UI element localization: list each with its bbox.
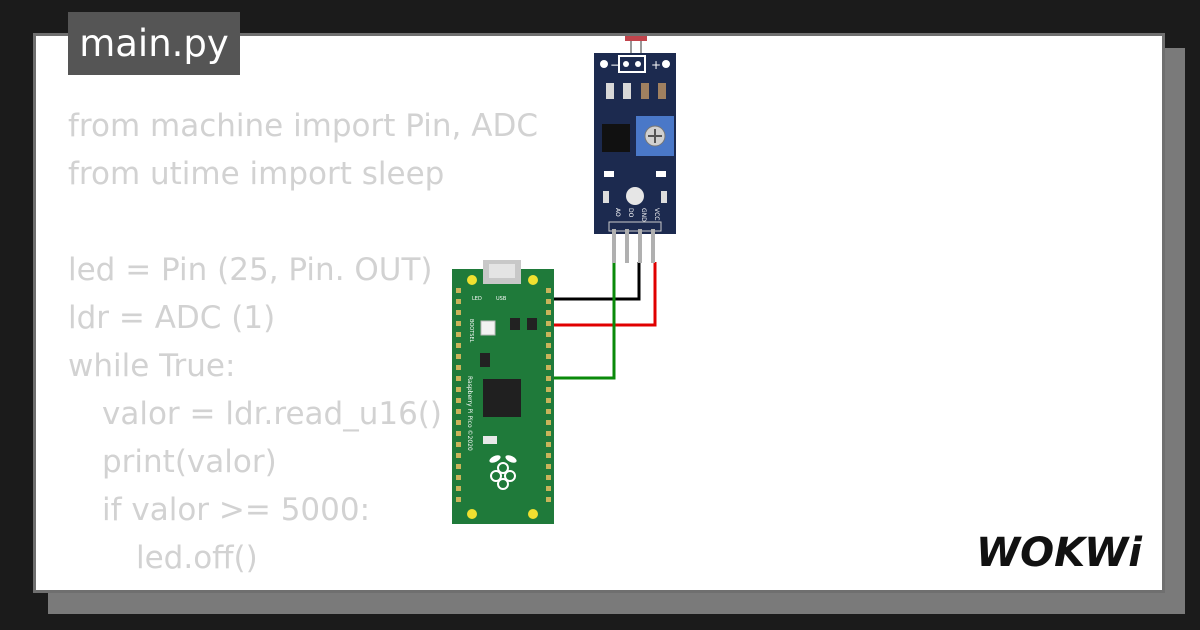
- gpio-pin[interactable]: [456, 442, 461, 447]
- gpio-pin[interactable]: [546, 332, 551, 337]
- pwr-led-icon: [661, 191, 667, 203]
- gpio-pin[interactable]: [456, 497, 461, 502]
- code-line: ldr = ADC (1): [68, 300, 276, 336]
- gpio-pin[interactable]: [546, 398, 551, 403]
- gpio-pin[interactable]: [456, 299, 461, 304]
- pin-label: AO: [614, 208, 621, 217]
- gpio-pin[interactable]: [456, 288, 461, 293]
- gnd-wire[interactable]: [545, 262, 641, 301]
- gpio-pin[interactable]: [546, 387, 551, 392]
- vcc-wire[interactable]: [545, 262, 657, 327]
- gpio-pin[interactable]: [546, 343, 551, 348]
- preview-card: from machine import Pin, ADC from utime …: [33, 33, 1165, 593]
- pin-header-right[interactable]: [546, 288, 551, 502]
- gpio-pin[interactable]: [456, 354, 461, 359]
- code-line: led = Pin (25, Pin. OUT): [68, 252, 433, 288]
- photoresistor-icon: [625, 36, 647, 41]
- code-line: print(valor): [102, 444, 277, 480]
- gpio-pin[interactable]: [546, 431, 551, 436]
- rp2040-chip-icon: [483, 379, 521, 417]
- gpio-pin[interactable]: [456, 321, 461, 326]
- gpio-pin[interactable]: [546, 442, 551, 447]
- gpio-pin[interactable]: [546, 365, 551, 370]
- circuit-diagram: − + AO DO GND VCC: [452, 36, 676, 524]
- code-line: valor = ldr.read_u16(): [102, 396, 442, 432]
- gpio-pin[interactable]: [456, 475, 461, 480]
- code-listing: from machine import Pin, ADC from utime …: [68, 102, 538, 582]
- gpio-pin[interactable]: [456, 464, 461, 469]
- gpio-pin[interactable]: [456, 409, 461, 414]
- file-tab[interactable]: main.py: [68, 12, 240, 75]
- gpio-pin[interactable]: [456, 486, 461, 491]
- gpio-pin[interactable]: [546, 299, 551, 304]
- wokwi-logo: WOKWi: [976, 530, 1143, 576]
- gpio-pin[interactable]: [546, 453, 551, 458]
- pin-label: GND: [640, 208, 647, 222]
- code-line: led.off(): [136, 540, 258, 576]
- gpio-pin[interactable]: [456, 365, 461, 370]
- gpio-pin[interactable]: [456, 420, 461, 425]
- code-line: if valor >= 5000:: [102, 492, 371, 528]
- logo-text: WOKWi: [976, 530, 1143, 576]
- led-label: LED: [472, 296, 482, 302]
- code-line: while True:: [68, 348, 236, 384]
- pin-header-left[interactable]: [456, 288, 461, 502]
- usb-label: USB: [496, 296, 507, 302]
- code-line: from utime import sleep: [68, 156, 445, 192]
- gpio-pin[interactable]: [546, 321, 551, 326]
- gpio-pin[interactable]: [546, 288, 551, 293]
- signal-wire[interactable]: [545, 262, 616, 380]
- ldr-sensor-module[interactable]: − + AO DO GND VCC: [594, 36, 676, 263]
- gpio-pin[interactable]: [456, 398, 461, 403]
- gpio-pin[interactable]: [546, 354, 551, 359]
- gpio-pin[interactable]: [456, 431, 461, 436]
- gpio-pin[interactable]: [546, 420, 551, 425]
- do-led-icon: [603, 191, 609, 203]
- gpio-pin[interactable]: [546, 376, 551, 381]
- board-silkscreen: Raspberry Pi Pico ©2020: [466, 376, 473, 451]
- pin-label: DO: [627, 208, 634, 218]
- gpio-pin[interactable]: [456, 453, 461, 458]
- gpio-pin[interactable]: [456, 343, 461, 348]
- gpio-pin[interactable]: [546, 475, 551, 480]
- gpio-pin[interactable]: [546, 310, 551, 315]
- raspberry-pi-pico-board[interactable]: LED USB BOOTSEL Raspberry Pi Pico ©2020: [452, 260, 554, 524]
- plus-sign: +: [651, 58, 661, 72]
- bootsel-button-icon[interactable]: [480, 320, 496, 336]
- gpio-pin[interactable]: [546, 497, 551, 502]
- code-line: from machine import Pin, ADC: [68, 108, 538, 144]
- gpio-pin[interactable]: [456, 332, 461, 337]
- gpio-pin[interactable]: [456, 376, 461, 381]
- raspberry-logo-icon: [489, 455, 517, 490]
- gpio-pin[interactable]: [546, 409, 551, 414]
- gpio-pin[interactable]: [546, 464, 551, 469]
- bootsel-label: BOOTSEL: [468, 319, 474, 343]
- gpio-pin[interactable]: [456, 310, 461, 315]
- minus-sign: −: [610, 58, 620, 72]
- gpio-pin[interactable]: [456, 387, 461, 392]
- gpio-pin[interactable]: [546, 486, 551, 491]
- pin-label: VCC: [653, 208, 660, 220]
